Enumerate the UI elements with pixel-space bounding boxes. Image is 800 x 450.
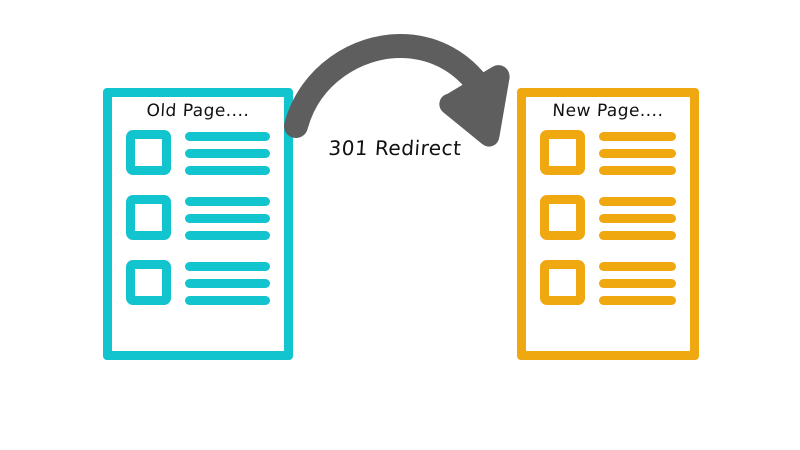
- text-lines-group: [599, 195, 676, 240]
- thumbnail-placeholder-icon: [540, 260, 585, 305]
- curved-redirect-arrow-icon: [284, 33, 510, 147]
- thumbnail-placeholder-icon: [126, 195, 171, 240]
- text-line: [599, 231, 676, 240]
- new-page-title: New Page....: [551, 101, 665, 121]
- text-line: [599, 262, 676, 271]
- thumbnail-placeholder-icon: [126, 260, 171, 305]
- text-lines-group: [599, 260, 676, 305]
- text-line: [185, 296, 270, 305]
- list-item: [540, 260, 676, 305]
- text-line: [185, 166, 270, 175]
- old-page-title: Old Page....: [145, 101, 251, 121]
- text-line: [599, 166, 676, 175]
- redirect-label: 301 Redirect: [327, 136, 463, 160]
- text-line: [599, 197, 676, 206]
- text-lines-group: [185, 130, 270, 175]
- new-page-rows: [540, 130, 676, 305]
- old-page-rows: [126, 130, 270, 305]
- text-line: [599, 296, 676, 305]
- new-page-card: New Page....: [517, 88, 699, 360]
- text-line: [185, 279, 270, 288]
- text-line: [185, 197, 270, 206]
- thumbnail-placeholder-icon: [540, 195, 585, 240]
- text-line: [185, 149, 270, 158]
- text-lines-group: [185, 260, 270, 305]
- thumbnail-placeholder-icon: [540, 130, 585, 175]
- list-item: [126, 260, 270, 305]
- list-item: [126, 130, 270, 175]
- list-item: [540, 195, 676, 240]
- text-line: [599, 149, 676, 158]
- list-item: [126, 195, 270, 240]
- text-line: [185, 132, 270, 141]
- text-lines-group: [599, 130, 676, 175]
- old-page-card: Old Page....: [103, 88, 293, 360]
- text-line: [599, 279, 676, 288]
- text-lines-group: [185, 195, 270, 240]
- text-line: [185, 214, 270, 223]
- list-item: [540, 130, 676, 175]
- text-line: [599, 214, 676, 223]
- thumbnail-placeholder-icon: [126, 130, 171, 175]
- text-line: [185, 262, 270, 271]
- text-line: [185, 231, 270, 240]
- text-line: [599, 132, 676, 141]
